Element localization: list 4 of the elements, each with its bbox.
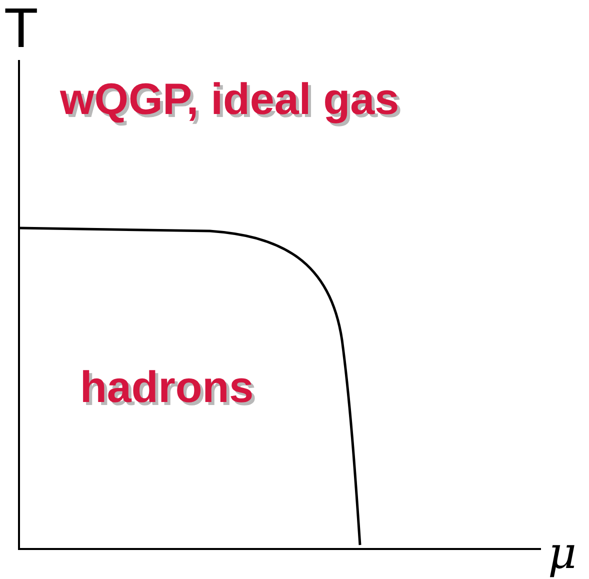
region-label: hadrons: [80, 366, 254, 410]
axis-label: T: [4, 0, 38, 56]
region-label: wQGP, ideal gas: [60, 78, 400, 122]
axis-label: μ: [548, 532, 577, 576]
